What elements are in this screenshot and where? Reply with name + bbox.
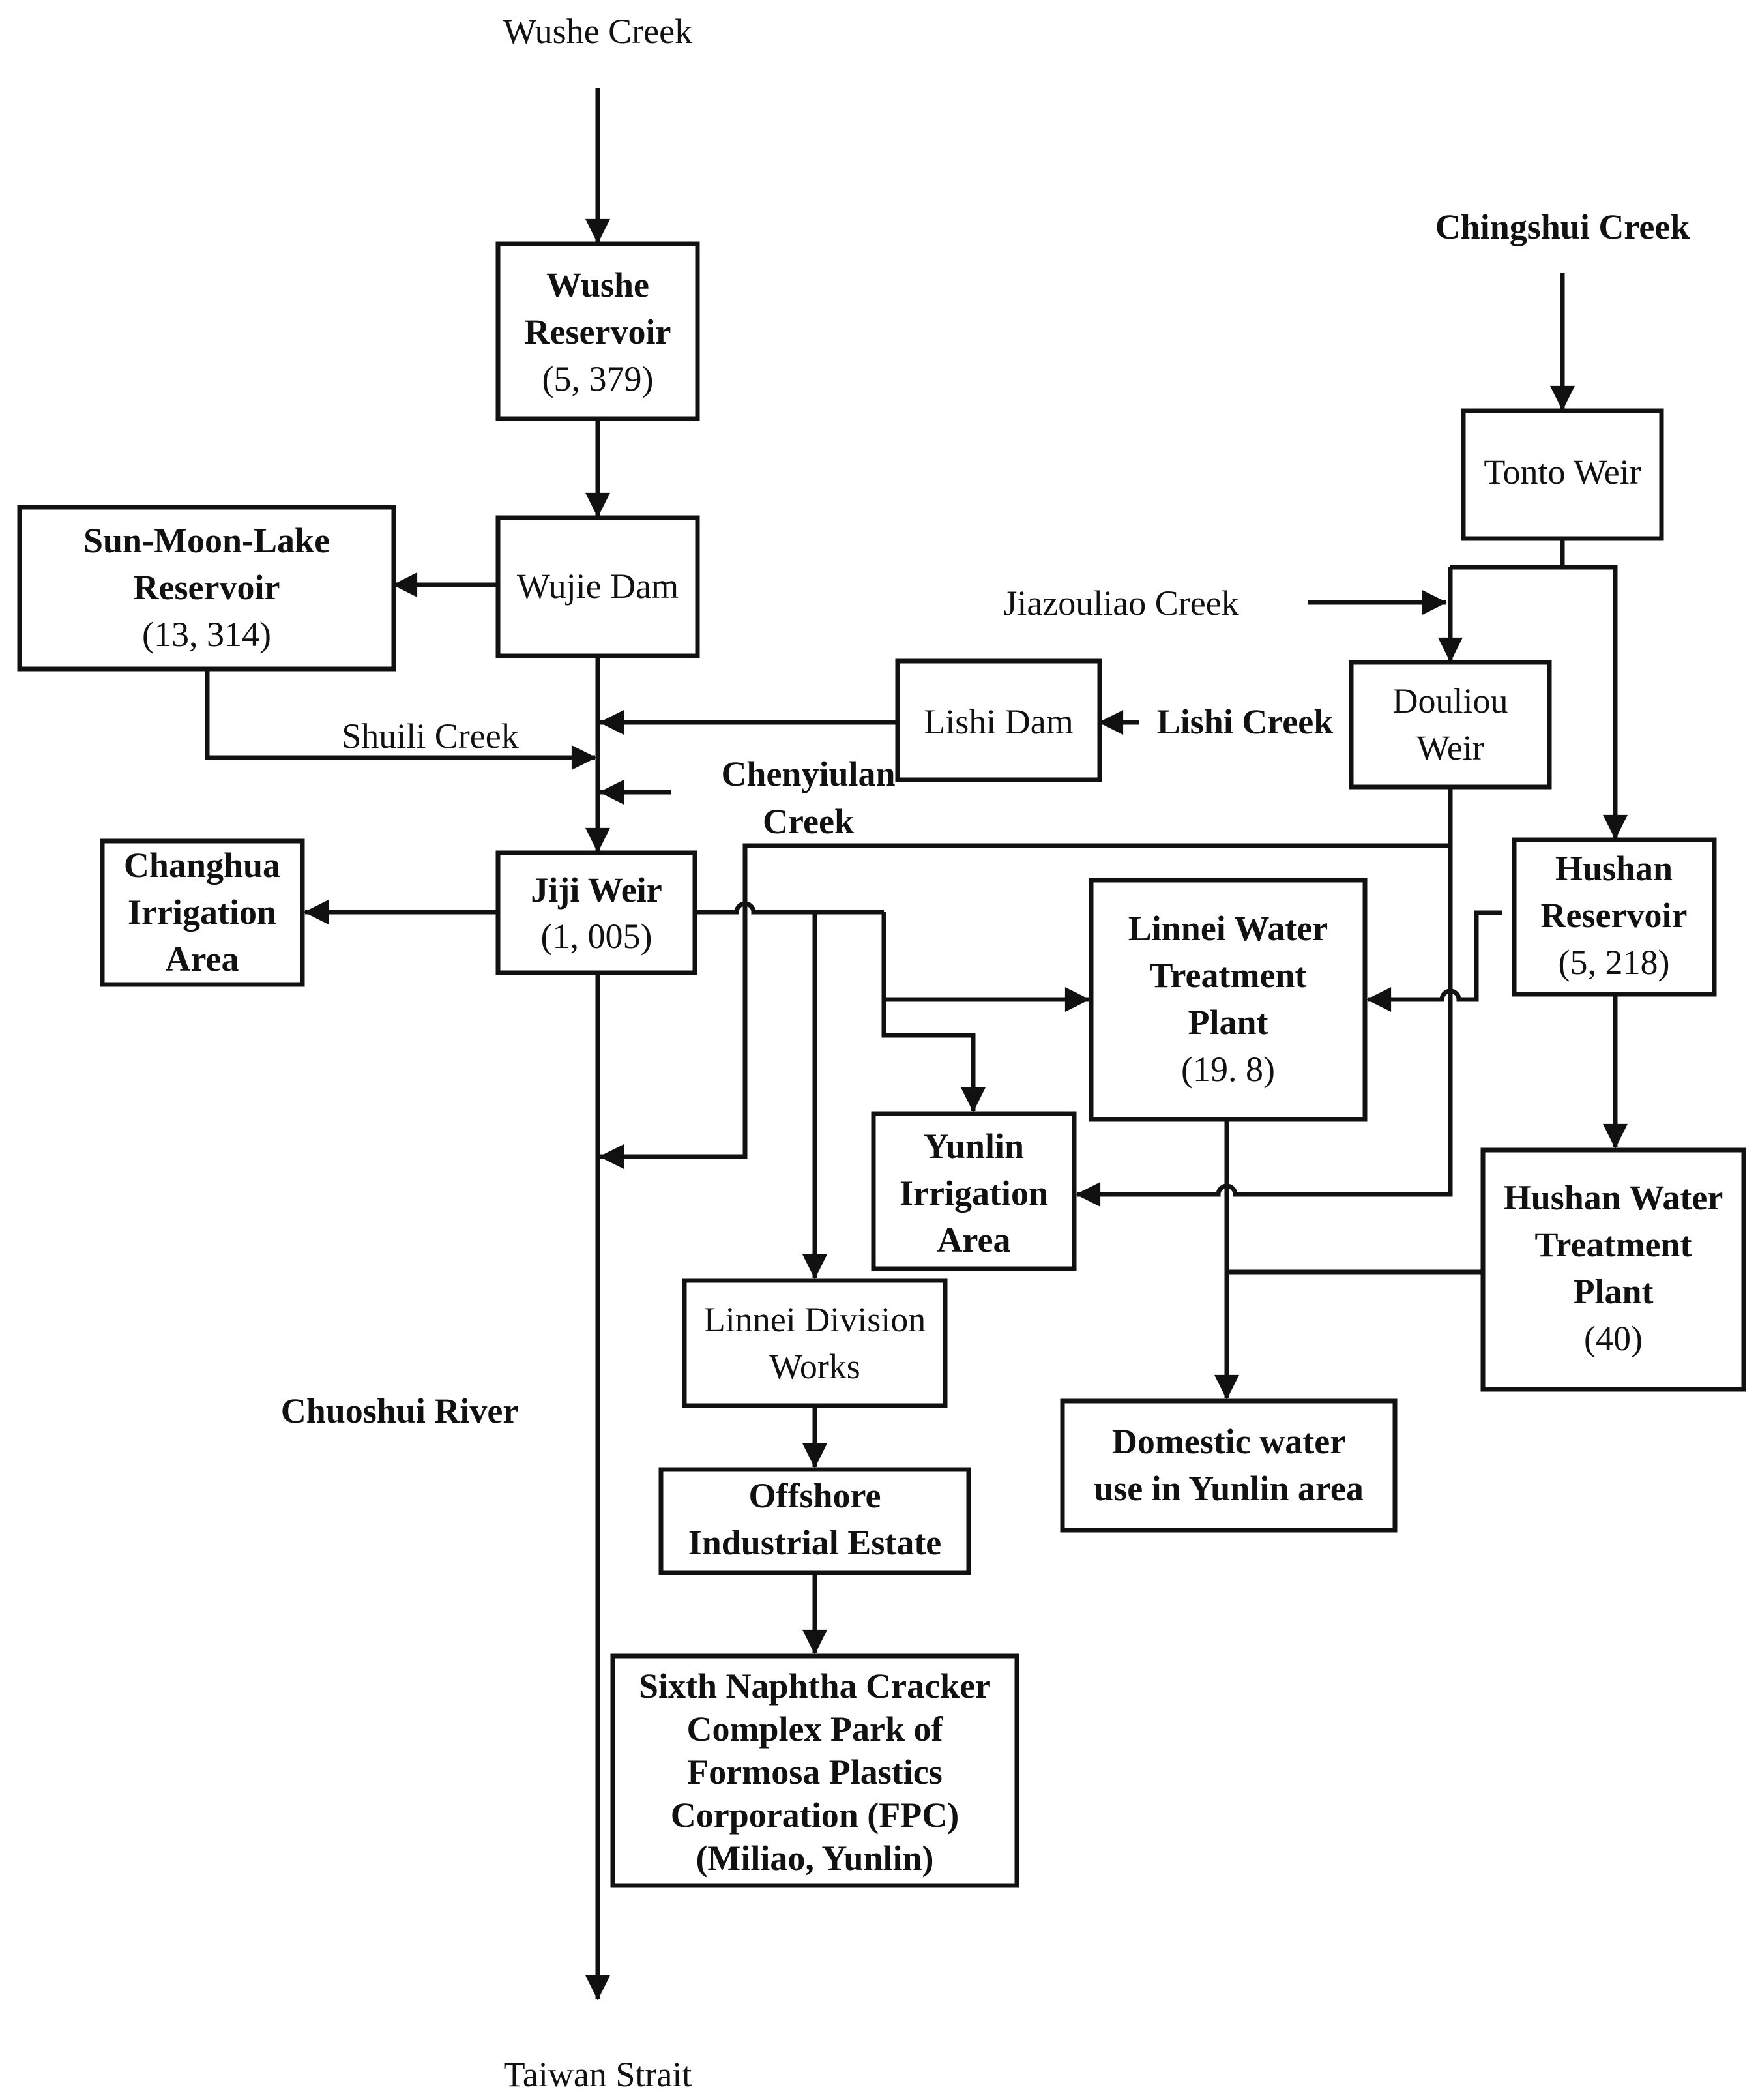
node-wujie-dam-text-line-1: Wujie Dam <box>517 567 679 606</box>
node-tonto-weir: Tonto Weir <box>1461 408 1664 541</box>
label-lishi-creek: Lishi Creek <box>1157 702 1334 741</box>
flow-edges <box>205 88 1628 2000</box>
node-hushan-water-treatment-plant-text-line-2: Treatment <box>1535 1225 1692 1264</box>
edge-shuili-creek <box>205 669 596 770</box>
node-domestic-water-use-yunlin-text-line-1: Domestic water <box>1112 1422 1345 1461</box>
node-linnei-water-treatment-plant-text-line-2: Treatment <box>1150 956 1307 995</box>
node-sixth-naphtha-cracker-complex-text-line-4: Corporation (FPC) <box>671 1796 959 1835</box>
node-sixth-naphtha-cracker-complex-text-line-3: Formosa Plastics <box>687 1752 942 1792</box>
node-sun-moon-lake-reservoir-text-line-3: (13, 314) <box>142 615 271 654</box>
node-sixth-naphtha-cracker-complex-text-line-2: Complex Park of <box>687 1709 944 1749</box>
node-sixth-naphtha-cracker-complex-text-line-5: (Miliao, Yunlin) <box>696 1839 933 1878</box>
node-changhua-irrigation-area-box <box>100 838 305 987</box>
node-sun-moon-lake-reservoir-box <box>17 505 396 672</box>
node-hushan-water-treatment-plant: Hushan Water Treatment Plant (40) <box>1480 1147 1746 1392</box>
node-yunlin-irrigation-area: Yunlin Irrigation Area <box>871 1111 1077 1271</box>
node-yunlin-irrigation-area-text-line-3: Area <box>937 1220 1011 1260</box>
node-sun-moon-lake-reservoir-text-line-1: Sun-Moon-Lake <box>83 521 330 560</box>
node-wujie-dam: Wujie Dam <box>495 515 700 658</box>
node-hushan-water-treatment-plant-box <box>1480 1147 1746 1392</box>
node-linnei-division-works-text-line-2: Works <box>769 1347 860 1386</box>
node-hushan-reservoir-text-line-2: Reservoir <box>1541 896 1688 935</box>
node-sun-moon-lake-reservoir: Sun-Moon-Lake Reservoir (13, 314) <box>17 505 396 672</box>
node-linnei-water-treatment-plant-text-line-3: Plant <box>1188 1003 1268 1042</box>
node-jiji-weir-text-line-1: Jiji Weir <box>531 870 662 910</box>
node-wushe-reservoir-text-line-2: Reservoir <box>525 312 671 351</box>
node-sun-moon-lake-reservoir-text-line-2: Reservoir <box>134 568 280 607</box>
node-linnei-water-treatment-plant: Linnei Water Treatment Plant (19. 8) <box>1089 878 1368 1122</box>
node-sixth-naphtha-cracker-complex: Sixth Naphtha Cracker Complex Park of Fo… <box>610 1653 1019 1888</box>
label-chingshui-creek: Chingshui Creek <box>1435 207 1690 246</box>
node-tonto-weir-text-line-1: Tonto Weir <box>1484 452 1641 492</box>
node-linnei-division-works-box <box>682 1278 948 1408</box>
node-sixth-naphtha-cracker-complex-text-line-1: Sixth Naphtha Cracker <box>639 1666 991 1706</box>
node-domestic-water-use-yunlin: Domestic water use in Yunlin area <box>1060 1398 1398 1533</box>
node-jiji-weir-text-line-2: (1, 005) <box>541 917 652 956</box>
node-wujie-dam-box <box>495 515 700 658</box>
label-taiwan-strait: Taiwan Strait <box>504 2055 692 2094</box>
node-douliou-weir-text-line-1: Douliou <box>1392 681 1508 720</box>
label-chuoshui-river: Chuoshui River <box>281 1391 519 1430</box>
edge-jiji-weir-east-outflow <box>695 901 884 915</box>
edge-to-linnei-wtp <box>881 912 1090 1012</box>
node-hushan-water-treatment-plant-text-line-3: Plant <box>1573 1272 1653 1311</box>
node-linnei-water-treatment-plant-text-line-4: (19. 8) <box>1181 1050 1275 1089</box>
node-wushe-reservoir-text-line-1: Wushe <box>546 265 649 304</box>
node-offshore-industrial-estate-text-line-1: Offshore <box>749 1476 881 1515</box>
label-chenyiulan-creek-line1: Chenyiulan <box>721 754 895 793</box>
node-sixth-naphtha-cracker-complex-box <box>610 1653 1019 1888</box>
edge-tonto-weir-split <box>1450 539 1565 570</box>
label-chenyiulan-creek-line2: Creek <box>763 802 854 841</box>
node-wushe-reservoir-box <box>495 241 700 421</box>
node-domestic-water-use-yunlin-box <box>1060 1398 1398 1533</box>
node-changhua-irrigation-area: Changhua Irrigation Area <box>100 838 305 987</box>
node-offshore-industrial-estate-box <box>658 1467 971 1575</box>
node-hushan-water-treatment-plant-text-line-1: Hushan Water <box>1504 1178 1723 1217</box>
edge-to-yunlin-irrigation <box>881 999 986 1112</box>
node-linnei-water-treatment-plant-box <box>1089 878 1368 1122</box>
node-yunlin-irrigation-area-box <box>871 1111 1077 1271</box>
node-douliou-weir-box <box>1349 660 1552 790</box>
node-hushan-reservoir-text-line-3: (5, 218) <box>1559 943 1670 982</box>
edge-tonto-to-hushan-reservoir <box>1562 565 1628 840</box>
node-wushe-reservoir: Wushe Reservoir (5, 379) <box>495 241 700 421</box>
node-douliou-weir-text-line-2: Weir <box>1416 728 1484 767</box>
node-lishi-dam: Lishi Dam <box>895 658 1102 782</box>
node-tonto-weir-box <box>1461 408 1664 541</box>
label-wushe-creek: Wushe Creek <box>503 12 692 51</box>
node-changhua-irrigation-area-text-line-2: Irrigation <box>128 893 276 932</box>
node-linnei-water-treatment-plant-text-line-1: Linnei Water <box>1128 909 1328 948</box>
node-hushan-reservoir-text-line-1: Hushan <box>1555 849 1673 888</box>
node-offshore-industrial-estate-text-line-2: Industrial Estate <box>688 1523 942 1562</box>
node-yunlin-irrigation-area-text-line-1: Yunlin <box>924 1127 1024 1166</box>
edge-hushan-reservoir-to-linnei-wtp <box>1366 910 1502 1012</box>
node-linnei-division-works: Linnei Division Works <box>682 1278 948 1408</box>
node-hushan-reservoir-box <box>1512 837 1717 997</box>
node-jiji-weir-box <box>495 850 697 975</box>
node-domestic-water-use-yunlin-text-line-2: use in Yunlin area <box>1094 1469 1364 1508</box>
node-hushan-reservoir: Hushan Reservoir (5, 218) <box>1512 837 1717 997</box>
node-hushan-water-treatment-plant-text-line-4: (40) <box>1584 1319 1643 1358</box>
label-jiazouliao-creek: Jiazouliao Creek <box>1003 584 1238 623</box>
node-yunlin-irrigation-area-text-line-2: Irrigation <box>900 1174 1048 1213</box>
node-changhua-irrigation-area-text-line-1: Changhua <box>124 846 280 885</box>
node-offshore-industrial-estate: Offshore Industrial Estate <box>658 1467 971 1575</box>
node-linnei-division-works-text-line-1: Linnei Division <box>704 1300 926 1339</box>
node-jiji-weir: Jiji Weir (1, 005) <box>495 850 697 975</box>
label-shuili-creek: Shuili Creek <box>342 717 518 756</box>
node-lishi-dam-text-line-1: Lishi Dam <box>924 702 1073 741</box>
free-labels: Wushe Creek Chingshui Creek Jiazouliao C… <box>281 12 1690 2094</box>
node-lishi-dam-box <box>895 658 1102 782</box>
node-changhua-irrigation-area-text-line-3: Area <box>166 939 239 979</box>
node-wushe-reservoir-text-line-3: (5, 379) <box>542 359 654 398</box>
edge-douliou-return-to-trunk <box>599 843 1450 1169</box>
node-douliou-weir: Douliou Weir <box>1349 660 1552 790</box>
